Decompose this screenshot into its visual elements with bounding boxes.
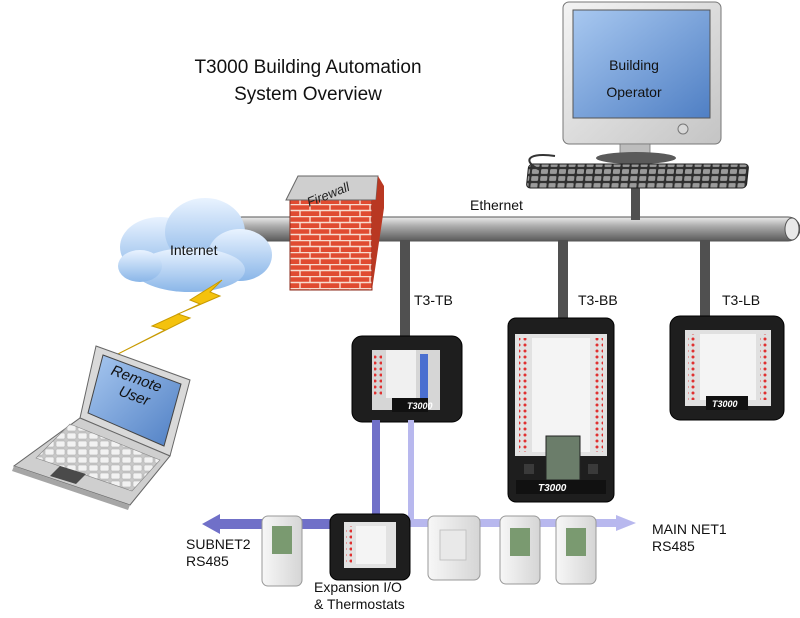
- remote-laptop: [12, 345, 191, 510]
- firewall-icon: [285, 175, 384, 291]
- operator-label-line2: Operator: [606, 84, 662, 100]
- operator-label: Building Operator: [602, 52, 666, 106]
- operator-workstation: [526, 1, 749, 189]
- internet-cloud: [118, 198, 272, 292]
- title-line1: T3000 Building Automation: [194, 57, 422, 78]
- ethernet-label: Ethernet: [470, 197, 523, 213]
- t3-bb-controller: [507, 317, 615, 503]
- mainnet-label-line2: RS485: [652, 538, 695, 554]
- expansion-label-line1: Expansion I/O: [314, 579, 402, 595]
- t3-lb-label: T3-LB: [722, 292, 761, 308]
- subnet2-label-line2: RS485: [186, 553, 229, 569]
- t3-tb-controller: [351, 335, 463, 423]
- operator-label-line1: Building: [609, 57, 659, 73]
- expansion-io-module: [329, 513, 411, 581]
- t3-bb-logo: T3000: [538, 483, 567, 494]
- subnet2-label-line1: SUBNET2: [186, 536, 251, 552]
- expansion-label-line2: & Thermostats: [314, 596, 405, 612]
- mainnet-label: MAIN NET1 RS485: [652, 521, 727, 555]
- diagram-title: T3000 Building Automation System Overvie…: [158, 54, 458, 108]
- lightning-bolt-icon: [109, 279, 223, 359]
- t3-tb-drop-cable: [400, 240, 410, 338]
- t3-lb-drop-cable: [700, 240, 710, 318]
- t3-lb-logo: T3000: [712, 399, 738, 409]
- expansion-label: Expansion I/O & Thermostats: [314, 579, 405, 613]
- t3-tb-label: T3-TB: [414, 292, 453, 308]
- t3-lb-controller: [669, 315, 785, 421]
- mainnet-label-line1: MAIN NET1: [652, 521, 727, 537]
- t3-bb-drop-cable: [558, 240, 568, 320]
- t3-bb-label: T3-BB: [578, 292, 618, 308]
- subnet-thermostat: [261, 515, 303, 587]
- title-line2: System Overview: [234, 84, 382, 105]
- mainnet-thermostats: [427, 515, 597, 585]
- subnet2-label: SUBNET2 RS485: [186, 536, 251, 570]
- t3-tb-logo: T3000: [407, 401, 433, 411]
- operator-drop-cable: [631, 188, 640, 220]
- internet-label: Internet: [170, 242, 218, 258]
